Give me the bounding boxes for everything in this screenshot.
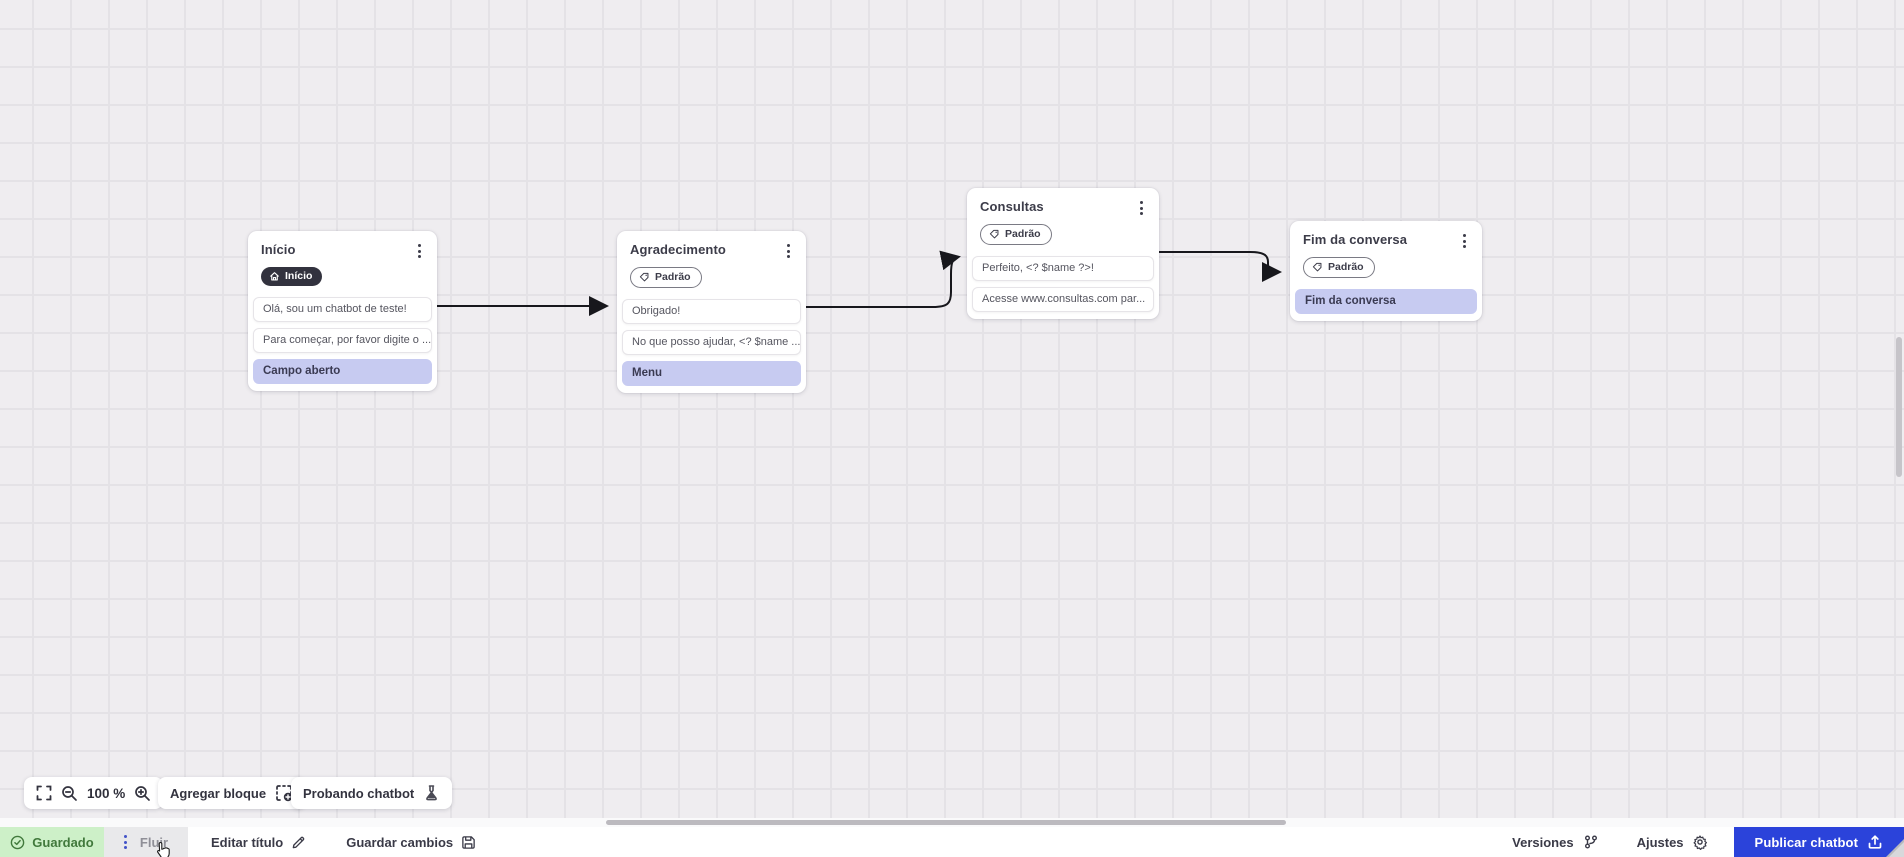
versions-button[interactable]: Versiones	[1512, 827, 1598, 857]
node-menu-icon[interactable]	[412, 242, 427, 260]
gear-icon	[1693, 835, 1707, 850]
pencil-icon	[292, 836, 305, 848]
edit-title-label: Editar título	[211, 834, 284, 850]
save-changes-label: Guardar cambios	[346, 834, 454, 850]
node-menu-icon[interactable]	[1134, 199, 1149, 217]
badge-label: Padrão	[1005, 228, 1041, 240]
node-type-badge: Padrão	[980, 224, 1052, 245]
tag-icon	[639, 272, 649, 281]
edge-agradecimento-consultas	[805, 250, 961, 308]
node-title: Fim da conversa	[1303, 232, 1408, 247]
node-body: Fim da conversa	[1290, 287, 1482, 321]
horizontal-scrollbar-track	[0, 818, 1904, 827]
flow-tab-label: Fluir	[139, 834, 169, 850]
test-chatbot-label: Probando chatbot	[303, 785, 415, 801]
node-title: Consultas	[980, 199, 1044, 214]
add-block-label: Agregar bloque	[170, 785, 267, 801]
window-resize-grip[interactable]	[1886, 839, 1904, 857]
node-title: Agradecimento	[630, 242, 726, 257]
node-title: Início	[261, 242, 296, 257]
badge-label: Início	[285, 270, 313, 282]
versions-label: Versiones	[1512, 834, 1574, 850]
message-row[interactable]: Acesse www.consultas.com par...	[972, 287, 1154, 312]
node-menu-icon[interactable]	[781, 242, 796, 260]
publish-icon	[1868, 835, 1882, 849]
node-menu-icon[interactable]	[1457, 232, 1472, 250]
test-chatbot-button[interactable]: Probando chatbot	[291, 777, 453, 809]
node-body: Obrigado! No que posso ajudar, <? $name …	[617, 297, 806, 393]
settings-button[interactable]: Ajustes	[1637, 827, 1708, 857]
zoom-panel: 100 %	[24, 777, 164, 809]
tag-icon	[989, 229, 999, 238]
badge-label: Padrão	[1328, 261, 1364, 273]
saved-status-badge: Guardado	[0, 827, 104, 857]
settings-label: Ajustes	[1636, 834, 1684, 850]
tag-icon	[1312, 262, 1322, 271]
save-icon	[462, 835, 475, 849]
check-circle-icon	[11, 835, 25, 849]
add-block-icon	[275, 784, 293, 802]
node-type-badge: Padrão	[1303, 257, 1375, 278]
edit-title-button[interactable]: Editar título	[211, 827, 306, 857]
branch-icon	[1584, 835, 1597, 849]
zoom-level: 100 %	[87, 785, 126, 801]
node-header: Fim da conversa	[1290, 221, 1482, 257]
action-row[interactable]: Menu	[622, 361, 801, 386]
action-row[interactable]: Campo aberto	[253, 359, 432, 384]
node-inicio[interactable]: Início Início Olá, sou um chatbot de tes…	[248, 231, 437, 391]
save-changes-button[interactable]: Guardar cambios	[346, 827, 476, 857]
edge-consultas-fim	[1158, 251, 1282, 282]
bottom-bar-spacer	[476, 827, 1512, 857]
drag-handle-icon[interactable]	[123, 835, 127, 849]
node-fim-da-conversa[interactable]: Fim da conversa Padrão Fim da conversa	[1290, 221, 1482, 321]
node-body: Olá, sou um chatbot de teste! Para começ…	[248, 295, 437, 391]
message-row[interactable]: Olá, sou um chatbot de teste!	[253, 297, 432, 322]
zoom-out-icon[interactable]	[61, 785, 78, 802]
message-row[interactable]: No que posso ajudar, <? $name ...	[622, 330, 801, 355]
publish-chatbot-button[interactable]: Publicar chatbot	[1733, 827, 1904, 857]
bottom-bar: Guardado Fluir Editar título Guardar cam…	[0, 827, 1904, 857]
fit-screen-icon[interactable]	[36, 785, 52, 801]
message-row[interactable]: Obrigado!	[622, 299, 801, 324]
saved-label: Guardado	[32, 834, 94, 850]
vertical-scrollbar[interactable]	[1896, 337, 1902, 477]
node-type-badge: Início	[261, 267, 323, 286]
node-header: Consultas	[967, 188, 1159, 224]
action-row[interactable]: Fim da conversa	[1295, 289, 1477, 314]
node-body: Perfeito, <? $name ?>! Acesse www.consul…	[967, 254, 1159, 319]
node-type-badge: Padrão	[630, 267, 702, 288]
tab-fluir[interactable]: Fluir	[104, 827, 188, 857]
publish-label: Publicar chatbot	[1754, 834, 1858, 850]
message-row[interactable]: Para começar, por favor digite o ...	[253, 328, 432, 353]
node-agradecimento[interactable]: Agradecimento Padrão Obrigado! No que po…	[617, 231, 806, 393]
home-icon	[270, 271, 279, 280]
zoom-in-icon[interactable]	[134, 785, 151, 802]
horizontal-scrollbar[interactable]	[606, 820, 1286, 825]
flask-icon	[423, 784, 440, 802]
node-consultas[interactable]: Consultas Padrão Perfeito, <? $name ?>! …	[967, 188, 1159, 319]
node-header: Agradecimento	[617, 231, 806, 267]
message-row[interactable]: Perfeito, <? $name ?>!	[972, 256, 1154, 281]
add-block-button[interactable]: Agregar bloque	[158, 777, 306, 809]
badge-label: Padrão	[655, 271, 691, 283]
node-header: Início	[248, 231, 437, 267]
